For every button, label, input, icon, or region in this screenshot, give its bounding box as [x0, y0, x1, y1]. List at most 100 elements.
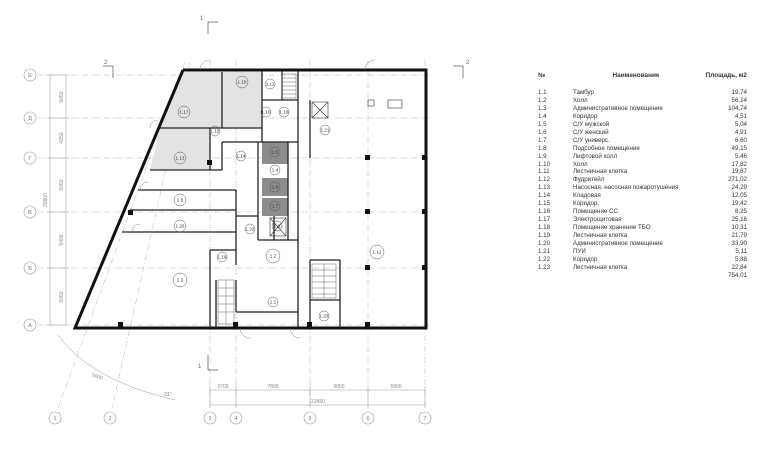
cell-num: 1.11 — [538, 168, 550, 176]
room-tag: 1.17 — [180, 110, 189, 115]
cell-name: Лифтовой холл — [573, 152, 618, 160]
room-tag-circle — [318, 310, 330, 322]
cell-name: Коридор — [573, 255, 598, 263]
dim-bottom-2: 7800 — [267, 384, 278, 390]
cell-name: Электрощитовая — [573, 216, 622, 224]
room-tag-circle — [244, 223, 256, 235]
cell-area: 104,74 — [728, 104, 747, 112]
cell-name: Помещение хранение ТБО — [573, 224, 651, 232]
cell-area: 33,90 — [731, 240, 747, 248]
cell-name: Холл — [573, 160, 588, 168]
table-row: 1.18 Помещение хранение ТБО 10,31 — [535, 224, 750, 232]
cell-name: Холл — [573, 96, 588, 104]
cell-name: С/У женский — [573, 128, 609, 136]
axis-label-1: 1 — [53, 416, 56, 422]
cell-name: Помещение СС — [573, 208, 619, 216]
cell-name: Коридор. — [573, 200, 600, 208]
section-mark-2-left: 2 — [104, 60, 108, 66]
room-tag-circle — [267, 296, 279, 308]
axis-label-3: 3 — [208, 416, 211, 422]
dim-angled: 5600 — [91, 372, 104, 381]
cell-name: Кладовая — [573, 192, 601, 200]
cell-num: 1.18 — [538, 224, 551, 232]
cell-area: 10,31 — [731, 224, 747, 232]
cell-num: 1.17 — [538, 216, 551, 224]
axis-label-e: Е — [28, 73, 32, 79]
cell-num: 1.20 — [538, 240, 551, 248]
cell-area: 6,60 — [734, 136, 747, 144]
cell-num: 1.23 — [538, 263, 551, 271]
cell-num: 1.21 — [538, 248, 551, 256]
cell-num: 1.9 — [538, 152, 547, 160]
room-tag: 1.15 — [211, 129, 220, 134]
axis-label-6: 6 — [366, 416, 369, 422]
table-total-row: 754,01 — [535, 272, 750, 280]
col-header-number: № — [538, 72, 546, 79]
cell-num: 1.4 — [538, 112, 547, 120]
cell-num: 1.2 — [538, 96, 547, 104]
room-tag: 1.16 — [280, 110, 289, 115]
room-tag: 1.1 — [270, 300, 277, 305]
room-tag: 1.4 — [272, 168, 279, 173]
cell-area: 5,04 — [734, 120, 747, 128]
room-tag-circle — [269, 181, 281, 193]
room-tag: 1.8 — [177, 198, 184, 203]
cell-name: Лестничная клетка — [573, 232, 628, 240]
cell-area: 21,79 — [731, 232, 747, 240]
section-mark-2-right: 2 — [466, 60, 470, 66]
cell-name: ПУИ — [573, 248, 586, 256]
cell-name: Административное помещение — [573, 240, 663, 248]
cell-num: 1.8 — [538, 144, 547, 152]
room-tag: 1.5 — [272, 150, 279, 155]
cell-name: Административное помещение — [573, 104, 663, 112]
dim-bottom-4: 5900 — [390, 384, 401, 390]
room-tag-circle — [260, 106, 272, 118]
room-tag-circle — [173, 151, 187, 165]
dim-left-3: 6050 — [59, 179, 65, 190]
table-row: 1.20 Административное помещение 33,90 — [535, 240, 750, 248]
axis-label-4: 4 — [234, 416, 237, 422]
room-tags: 1.11.21.31.41.51.61.71.81.91.101.111.121… — [172, 75, 385, 322]
room-tag-circle — [177, 105, 191, 119]
cell-num: 1.13 — [538, 184, 551, 192]
dim-left-total: 26800 — [43, 193, 49, 207]
cell-num: 1.16 — [538, 208, 551, 216]
cell-num: 1.12 — [538, 176, 551, 184]
room-tag: 1.14 — [237, 154, 246, 159]
cell-area: 19,42 — [731, 200, 747, 208]
cell-area: 5,11 — [735, 248, 747, 256]
cell-name: Лестничная клетка — [573, 263, 628, 271]
axis-label-a: А — [28, 323, 32, 329]
dim-left-5: 6050 — [59, 291, 65, 302]
room-tag: 1.10 — [262, 110, 271, 115]
room-tag-circle — [271, 220, 283, 232]
cell-area: 22,84 — [731, 263, 747, 271]
cell-area: 271,02 — [728, 176, 747, 184]
cell-num: 1.6 — [538, 128, 547, 136]
room-tag: 1.3 — [177, 278, 184, 283]
angle-label: 21° — [164, 392, 172, 398]
axis-label-v: В — [28, 210, 32, 216]
dim-bottom-1: 2700 — [217, 384, 228, 390]
cell-area: 17,82 — [731, 160, 747, 168]
cell-name: Насосная, насосная пожаротушения — [573, 184, 679, 192]
room-tag: 1.13 — [176, 156, 185, 161]
table-header: № Наименование Площадь, м2 — [535, 72, 750, 80]
room-tag-circle — [216, 251, 228, 263]
cell-name: Подсобное помещение — [573, 144, 640, 152]
room-tag: 1.20 — [176, 224, 185, 229]
axis-label-2: 2 — [108, 416, 111, 422]
room-tag-circle — [264, 78, 276, 90]
section-mark-1-top: 1 — [200, 16, 204, 22]
cell-num: 1.22 — [538, 255, 551, 263]
cell-area: 19,87 — [731, 168, 747, 176]
room-tag: 1.9 — [274, 224, 281, 229]
